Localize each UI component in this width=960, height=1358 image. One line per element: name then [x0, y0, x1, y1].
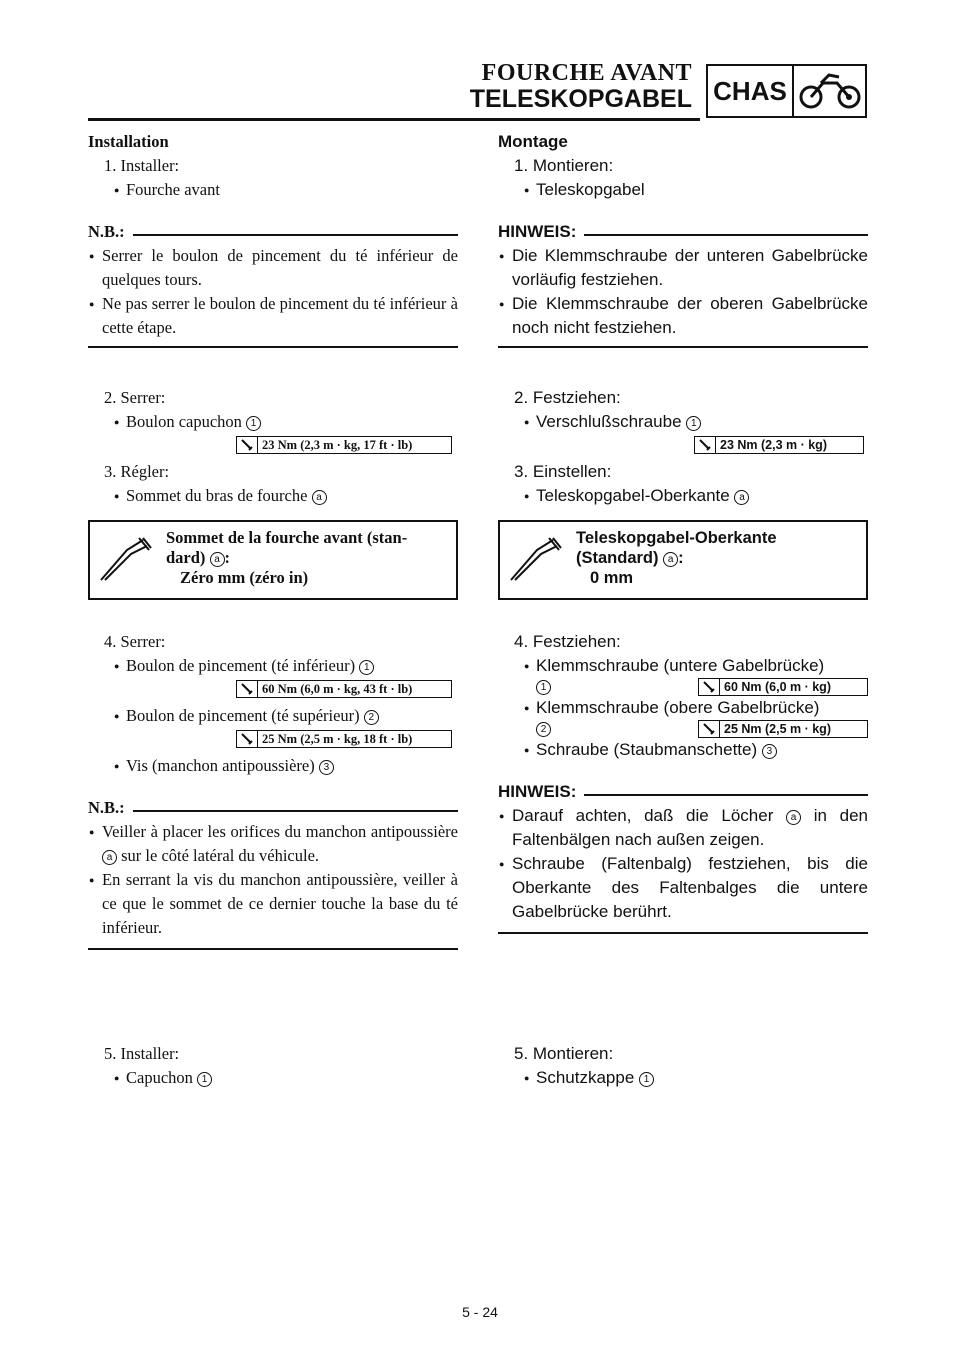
step-4-item: Boulon de pincement (té supérieur) 2 [88, 704, 458, 728]
wrench-icon [237, 731, 258, 747]
torque-spec: 25 Nm (2,5 m · kg) [698, 720, 868, 738]
note-end-rule [88, 948, 458, 950]
step-4-item: Klemmschraube (untere Gabelbrücke) [498, 654, 868, 678]
caliper-icon [500, 522, 570, 598]
step-2-item: Boulon capuchon 1 [88, 410, 458, 434]
step-1: 1. Installer: [104, 156, 180, 175]
divider [132, 810, 458, 812]
step-4: 4. Festziehen: [514, 632, 621, 651]
ref-marker: 1 [686, 416, 702, 431]
note-item: Serrer le boulon de pincement du té infé… [88, 244, 458, 292]
step-2: 2. Festziehen: [514, 388, 621, 407]
note-label: HINWEIS: [498, 782, 577, 801]
chapter-badge: CHAS [706, 64, 867, 118]
ref-marker: 2 [536, 721, 551, 737]
ref-marker: 1 [359, 660, 375, 675]
wrench-icon [699, 721, 720, 737]
wrench-icon [237, 437, 258, 453]
note-item: Schraube (Faltenbalg) festziehen, bis di… [498, 852, 868, 924]
step-2: 2. Serrer: [104, 388, 166, 407]
chapter-badge-label: CHAS [708, 66, 794, 116]
ref-marker: a [311, 490, 327, 505]
step-4-item: Klemmschraube (obere Gabelbrücke) [498, 696, 868, 720]
ref-marker: 3 [761, 744, 777, 759]
note-header: N.B.: [88, 220, 458, 244]
note-header: HINWEIS: [498, 780, 868, 804]
note-item: En serrant la vis du manchon antipoussiè… [88, 868, 458, 940]
note-item: Die Klemmschraube der oberen Gabelbrücke… [498, 292, 868, 340]
caliper-icon [90, 522, 160, 598]
spec-box: Sommet de la fourche avant (stan-dard) a… [88, 520, 458, 600]
note-label: N.B.: [88, 222, 125, 241]
step-4-item: Schraube (Staubmanschette) 3 [498, 738, 868, 762]
torque-spec: 25 Nm (2,5 m · kg, 18 ft · lb) [236, 730, 452, 748]
motorcycle-icon [794, 66, 865, 116]
step-4-item: Vis (manchon antipoussière) 3 [88, 754, 458, 778]
ref-marker: 2 [363, 710, 379, 725]
note-item: Darauf achten, daß die Löcher a in den F… [498, 804, 868, 852]
divider [132, 234, 458, 236]
torque-spec: 23 Nm (2,3 m · kg) [694, 436, 864, 454]
ref-marker: 3 [318, 760, 334, 775]
step-3: 3. Régler: [104, 462, 170, 481]
german-column: Montage 1. Montieren: Teleskopgabel HINW… [498, 130, 868, 934]
divider [584, 794, 868, 796]
note-label: N.B.: [88, 798, 125, 817]
step-2-item: Verschlußschraube 1 [498, 410, 868, 434]
step-5: 5. Installer: [104, 1044, 180, 1063]
note-item: Veiller à placer les orifices du manchon… [88, 820, 458, 868]
german-step-5: 5. Montieren: Schutzkappe 1 [498, 1042, 868, 1090]
step-5-item: Capuchon 1 [88, 1066, 458, 1090]
ref-marker: a [786, 810, 802, 825]
ref-marker: 1 [246, 416, 262, 431]
torque-spec: 60 Nm (6,0 m · kg) [698, 678, 868, 696]
header-title-de: TELESKOPGABEL [469, 85, 692, 113]
step-1-item: Teleskopgabel [498, 178, 868, 202]
step-4-item: Boulon de pincement (té inférieur) 1 [88, 654, 458, 678]
step-4: 4. Serrer: [104, 632, 166, 651]
wrench-icon [695, 437, 716, 453]
note-end-rule [498, 932, 868, 934]
ref-row: 2 25 Nm (2,5 m · kg) [498, 720, 868, 738]
divider [584, 234, 868, 236]
ref-marker: 1 [197, 1072, 213, 1087]
french-column: Installation 1. Installer: Fourche avant… [88, 130, 458, 950]
ref-marker: a [734, 490, 750, 505]
torque-spec: 60 Nm (6,0 m · kg, 43 ft · lb) [236, 680, 452, 698]
page-number: 5 - 24 [462, 1304, 498, 1320]
step-3-item: Teleskopgabel-Oberkante a [498, 484, 868, 508]
header-rule [88, 118, 700, 121]
install-title: Installation [88, 132, 169, 151]
ref-marker: 1 [536, 679, 551, 695]
note-end-rule [88, 346, 458, 348]
note-end-rule [498, 346, 868, 348]
note-item: Die Klemmschraube der unteren Gabelbrück… [498, 244, 868, 292]
ref-marker: 1 [639, 1072, 655, 1087]
wrench-icon [699, 679, 720, 695]
install-title: Montage [498, 132, 568, 151]
note-label: HINWEIS: [498, 222, 577, 241]
step-1: 1. Montieren: [514, 156, 614, 175]
french-step-5: 5. Installer: Capuchon 1 [88, 1042, 458, 1090]
ref-row: 1 60 Nm (6,0 m · kg) [498, 678, 868, 696]
note-header: N.B.: [88, 796, 458, 820]
step-3: 3. Einstellen: [514, 462, 612, 481]
step-5: 5. Montieren: [514, 1044, 614, 1063]
ref-marker: a [102, 850, 117, 865]
step-1-item: Fourche avant [88, 178, 458, 202]
note-item: Ne pas serrer le boulon de pincement du … [88, 292, 458, 340]
step-3-item: Sommet du bras de fourche a [88, 484, 458, 508]
header-title-fr: FOURCHE AVANT [481, 60, 692, 86]
step-5-item: Schutzkappe 1 [498, 1066, 868, 1090]
torque-spec: 23 Nm (2,3 m · kg, 17 ft · lb) [236, 436, 452, 454]
wrench-icon [237, 681, 258, 697]
spec-box: Teleskopgabel-Oberkante(Standard) a:0 mm [498, 520, 868, 600]
note-header: HINWEIS: [498, 220, 868, 244]
